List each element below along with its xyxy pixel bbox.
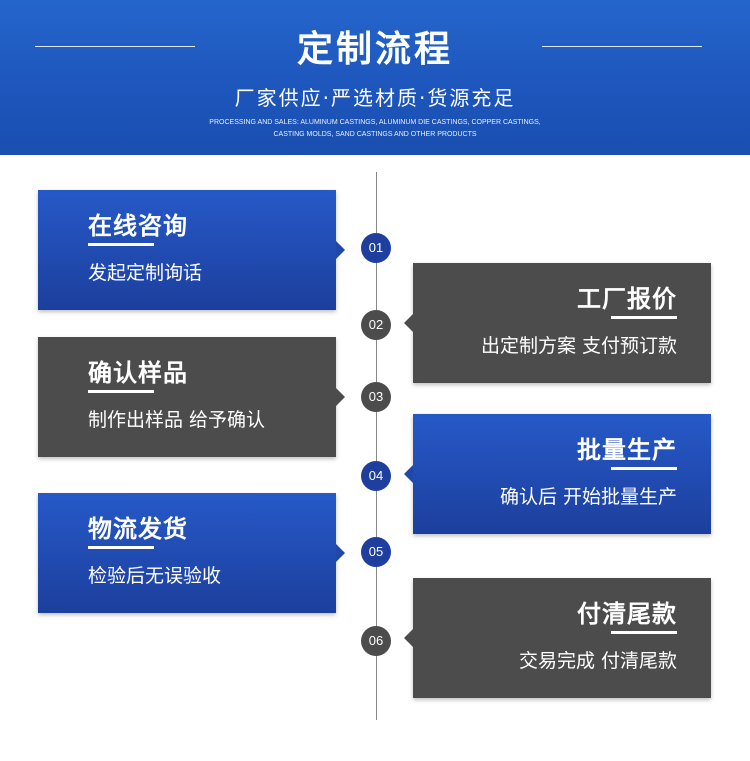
step-title: 在线咨询 [88,212,188,240]
step-title: 批量生产 [577,436,677,464]
step-pointer-arrow [336,388,345,406]
step-description: 发起定制询话 [88,262,203,284]
step-description: 制作出样品 给予确认 [88,409,266,431]
step-card-3: 确认样品 制作出样品 给予确认 [38,337,345,457]
timeline-line [376,172,377,720]
step-underline [88,390,154,393]
step-card-4: 批量生产 确认后 开始批量生产 [404,414,711,534]
step-number-1: 01 [361,233,391,263]
page-subtitle: 厂家供应·严选材质·货源充足 [234,86,516,110]
step-description: 出定制方案 支付预订款 [480,335,677,357]
step-description: 确认后 开始批量生产 [499,486,677,508]
step-number-3: 03 [361,382,391,412]
step-title: 工厂报价 [577,285,677,313]
step-pointer-arrow [404,629,413,647]
step-pointer-arrow [404,314,413,332]
step-underline [88,243,154,246]
product-caption: PROCESSING AND SALES: ALUMINUM CASTINGS,… [150,117,600,141]
step-title: 确认样品 [88,359,188,387]
step-underline [88,546,154,549]
step-number-2: 02 [361,310,391,340]
step-card-6: 付清尾款 交易完成 付清尾款 [404,578,711,698]
step-title: 物流发货 [88,515,188,543]
step-card-2: 工厂报价 出定制方案 支付预订款 [404,263,711,383]
header-divider-right [542,46,702,47]
step-number-4: 04 [361,461,391,491]
step-title: 付清尾款 [577,600,677,628]
step-number-6: 06 [361,626,391,656]
step-card-1: 在线咨询 发起定制询话 [38,190,345,310]
step-number-5: 05 [361,537,391,567]
product-caption-line-1: PROCESSING AND SALES: ALUMINUM CASTINGS,… [209,119,541,126]
header-divider-left [35,46,195,47]
step-description: 交易完成 付清尾款 [518,650,677,672]
step-underline [611,316,677,319]
step-card-5: 物流发货 检验后无误验收 [38,493,345,613]
step-underline [611,631,677,634]
step-pointer-arrow [404,465,413,483]
step-underline [611,467,677,470]
header-banner: 定制流程 厂家供应·严选材质·货源充足 PROCESSING AND SALES… [0,0,750,155]
page-title: 定制流程 [296,29,453,70]
product-caption-line-2: CASTING MOLDS, SAND CASTINGS AND OTHER P… [273,131,477,138]
step-pointer-arrow [336,241,345,259]
step-description: 检验后无误验收 [88,565,222,587]
step-pointer-arrow [336,544,345,562]
